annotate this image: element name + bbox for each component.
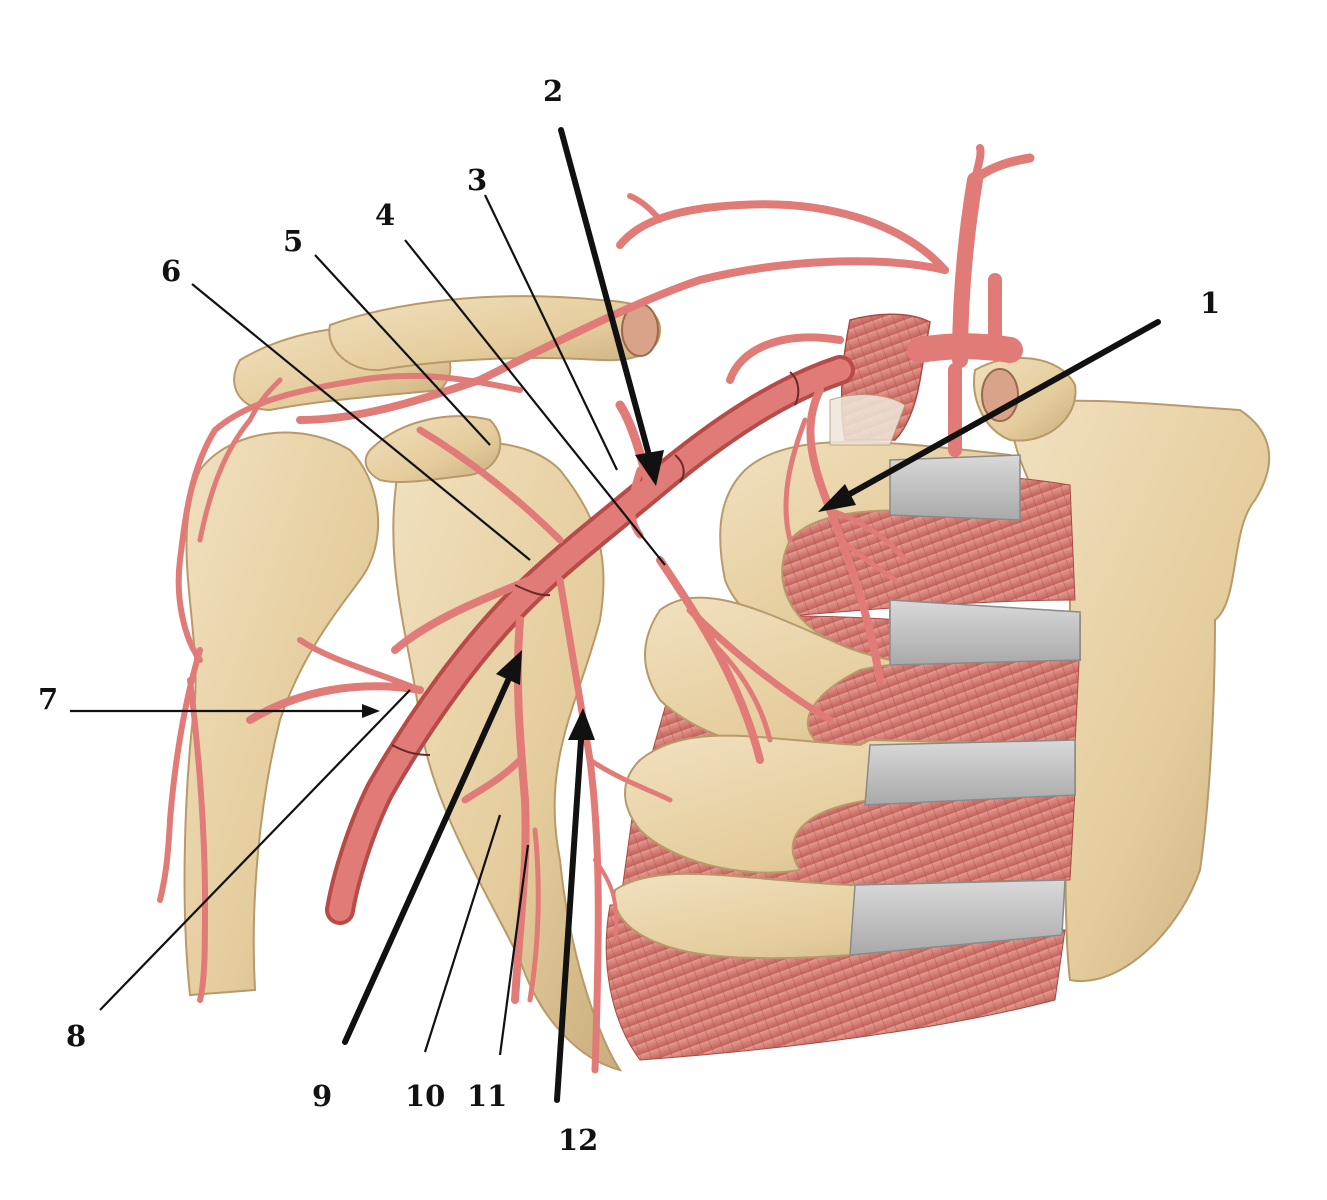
lateral-thoracic-artery — [556, 576, 602, 1074]
leader-9-arrowhead — [496, 650, 522, 685]
anterior-intercostal-branch — [783, 417, 808, 543]
leader-8 — [99, 689, 411, 1011]
leader-1 — [827, 319, 1161, 508]
leader-9 — [342, 662, 518, 1045]
callout-5: 5 — [283, 224, 303, 258]
callout-7: 7 — [38, 682, 58, 716]
thoracodorsal-artery — [527, 827, 541, 1003]
leader-1-arrowhead — [818, 484, 856, 512]
leader-12 — [554, 722, 585, 1103]
anterior-intercostal-branch — [827, 507, 908, 563]
costal-cartilage — [889, 454, 1021, 521]
callout-11: 11 — [467, 1079, 507, 1113]
ascending-branch — [197, 377, 283, 543]
leader-10 — [423, 814, 502, 1053]
thoracoacromial-artery — [615, 400, 655, 495]
callout-4: 4 — [375, 198, 395, 232]
suprascapular-artery — [726, 333, 844, 384]
brachiocephalic-trunk — [907, 333, 1023, 363]
acromial-branch — [416, 426, 564, 544]
subclavian-axillary-artery-highlight — [329, 359, 851, 921]
callout-10: 10 — [405, 1079, 445, 1113]
leader-6 — [191, 283, 531, 561]
pectoral-branch — [656, 556, 764, 764]
leader-5 — [314, 254, 491, 446]
callout-2: 2 — [543, 74, 563, 108]
vessel-cut-marks — [391, 371, 800, 756]
callout-labels: 1 2 3 4 5 6 7 8 9 10 11 12 — [38, 74, 1220, 1157]
pectoral-branch — [707, 637, 773, 743]
common-carotid-artery — [952, 172, 983, 368]
rib-cage — [605, 440, 1081, 1061]
callout-8: 8 — [66, 1019, 86, 1053]
callout-3: 3 — [467, 163, 487, 197]
costal-cartilage — [889, 599, 1081, 666]
leader-11 — [498, 844, 530, 1056]
circumflex-humeral-artery — [297, 637, 423, 693]
circumflex-scapular-artery — [461, 756, 524, 804]
callout-12: 12 — [558, 1123, 598, 1157]
leader-2-arrowhead — [635, 450, 664, 486]
lateral-thoracic-branch — [593, 858, 619, 942]
costal-cartilage — [849, 879, 1066, 956]
callout-6: 6 — [161, 254, 181, 288]
leader-7-arrowhead — [362, 704, 380, 718]
leader-4 — [404, 239, 666, 566]
brachial-branch — [187, 677, 208, 1003]
leader-3 — [484, 194, 618, 471]
transverse-cervical-branch — [616, 200, 949, 274]
transverse-cervical-branch — [627, 193, 663, 223]
callout-9: 9 — [312, 1079, 332, 1113]
carotid-branch — [971, 144, 985, 184]
callout-1: 1 — [1200, 286, 1220, 320]
lateral-thoracic-branch — [587, 757, 673, 803]
anterior-intercostal-branch — [837, 537, 898, 583]
deltoid-branch — [391, 576, 534, 654]
leader-2 — [558, 127, 656, 473]
pectoral-branch — [686, 606, 834, 724]
leader-lines — [70, 127, 1161, 1103]
costal-cartilage — [864, 739, 1076, 806]
arteries — [157, 144, 1035, 1074]
suprascapular-artery — [175, 372, 523, 663]
leader-12-arrowhead — [568, 708, 595, 740]
